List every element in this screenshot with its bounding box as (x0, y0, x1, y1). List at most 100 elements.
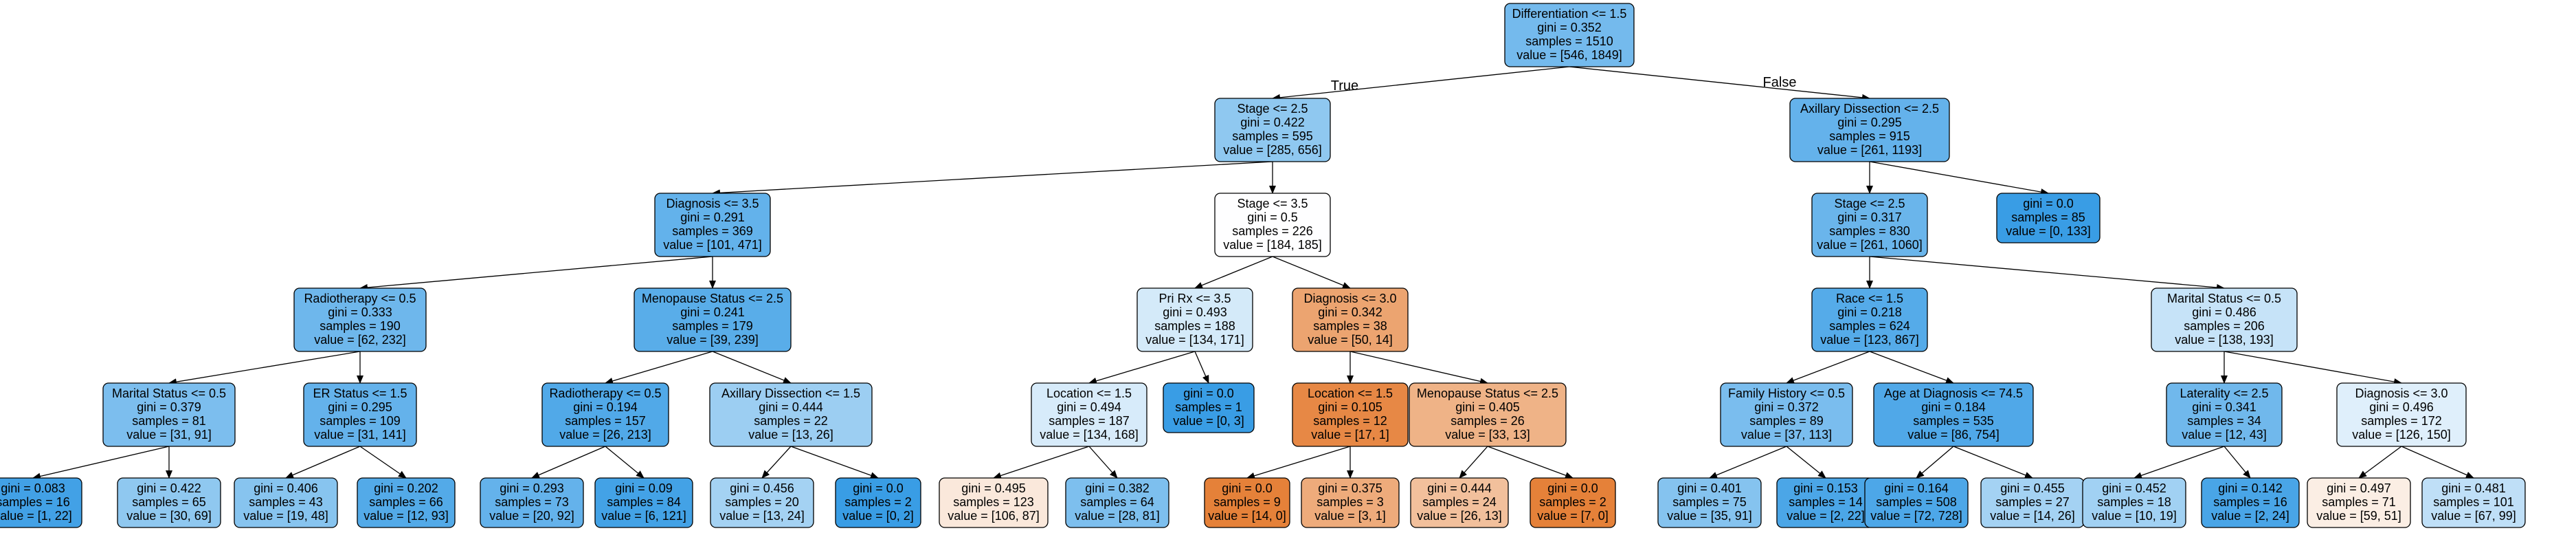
node-line: value = [72, 728] (1870, 509, 1962, 523)
node-line: value = [2, 24] (2211, 509, 2289, 523)
edge-n15-n29 (531, 446, 606, 479)
node-line: Pri Rx <= 3.5 (1158, 292, 1231, 305)
node-line: gini = 0.105 (1318, 400, 1382, 414)
node-box (0, 477, 82, 528)
edge-n2-n6 (1869, 161, 2049, 196)
node-line: value = [123, 867] (1820, 333, 1919, 347)
node-line: value = [62, 232] (314, 333, 406, 347)
node-line: samples = 123 (953, 495, 1034, 509)
node-box (2201, 477, 2300, 528)
node-box (541, 382, 669, 447)
node-line: samples = 16 (2213, 495, 2287, 509)
node-line: gini = 0.497 (2327, 481, 2391, 495)
node-line: value = [33, 13] (1445, 428, 1530, 442)
node-line: gini = 0.09 (615, 481, 673, 495)
node-line: Marital Status <= 0.5 (2167, 292, 2281, 305)
node-line: Stage <= 2.5 (1834, 197, 1905, 210)
node-line: samples = 190 (320, 319, 401, 333)
edge-n3-n7 (359, 256, 713, 291)
node-line: samples = 84 (607, 495, 681, 509)
node-box (1657, 477, 1762, 528)
edge-n4-n9 (1194, 256, 1273, 289)
node-line: value = [67, 99] (2431, 509, 2516, 523)
node-box (2336, 382, 2467, 447)
node-line: gini = 0.333 (328, 305, 392, 319)
node-box (1811, 287, 1928, 352)
node-line: value = [101, 471] (663, 238, 762, 252)
node-box (1409, 382, 1567, 447)
node-line: samples = 27 (1995, 495, 2070, 509)
node-line: value = [0, 2] (842, 509, 914, 523)
node-line: gini = 0.153 (1793, 481, 1858, 495)
node-line: samples = 3 (1317, 495, 1384, 509)
node-line: value = [30, 69] (126, 509, 212, 523)
node-box (2151, 287, 2298, 352)
node-line: samples = 157 (565, 414, 646, 428)
node-box (634, 287, 792, 352)
node-line: value = [0, 133] (2006, 224, 2091, 238)
node-box (1292, 287, 1409, 352)
node-line: samples = 188 (1154, 319, 1235, 333)
edge-n11-n21 (1786, 351, 1870, 384)
node-line: Location <= 1.5 (1046, 387, 1132, 400)
node-line: value = [12, 43] (2182, 428, 2267, 442)
node-line: value = [12, 93] (363, 509, 449, 523)
edge-n22-n41 (1916, 446, 1954, 479)
node-line: Radiotherapy <= 0.5 (549, 387, 661, 400)
node-line: samples = 71 (2322, 495, 2396, 509)
node-line: gini = 0.382 (1085, 481, 1150, 495)
edge-n20-n37 (1459, 446, 1488, 479)
edge-n7-n13 (168, 351, 361, 386)
edge-n23-n43 (2133, 446, 2225, 479)
node-line: value = [126, 150] (2352, 428, 2451, 442)
node-line: gini = 0.0 (2023, 197, 2074, 210)
node-line: value = [6, 121] (601, 509, 686, 523)
node-line: samples = 81 (132, 414, 206, 428)
edge-n21-n40 (1786, 446, 1826, 479)
node-line: value = [261, 1060] (1817, 238, 1923, 252)
node-box (1720, 382, 1853, 447)
node-line: gini = 0.291 (680, 210, 745, 224)
node-line: value = [35, 91] (1667, 509, 1752, 523)
node-line: samples = 14 (1789, 495, 1863, 509)
node-line: gini = 0.372 (1754, 400, 1819, 414)
node-line: gini = 0.422 (1240, 116, 1305, 129)
node-line: value = [19, 48] (243, 509, 328, 523)
node-line: value = [14, 0] (1208, 509, 1286, 523)
node-line: Axillary Dissection <= 2.5 (1800, 102, 1939, 116)
node-line: Location <= 1.5 (1308, 387, 1393, 400)
node-line: Radiotherapy <= 0.5 (304, 292, 416, 305)
edge-n5-n12 (1869, 256, 2225, 292)
edges-layer (32, 66, 2474, 480)
node-line: gini = 0.142 (2218, 481, 2283, 495)
node-line: value = [37, 113] (1741, 428, 1832, 442)
node-line: value = [184, 185] (1223, 238, 1322, 252)
node-box (303, 382, 417, 447)
edge-n10-n20 (1349, 351, 1488, 385)
node-line: samples = 18 (2097, 495, 2171, 509)
node-box (1136, 287, 1253, 352)
node-box (2166, 382, 2283, 447)
node-box (1873, 382, 2034, 447)
node-line: gini = 0.184 (1921, 400, 1986, 414)
node-line: value = [50, 14] (1308, 333, 1393, 347)
node-box (1864, 477, 1969, 528)
edge-n19-n35 (1246, 446, 1351, 479)
